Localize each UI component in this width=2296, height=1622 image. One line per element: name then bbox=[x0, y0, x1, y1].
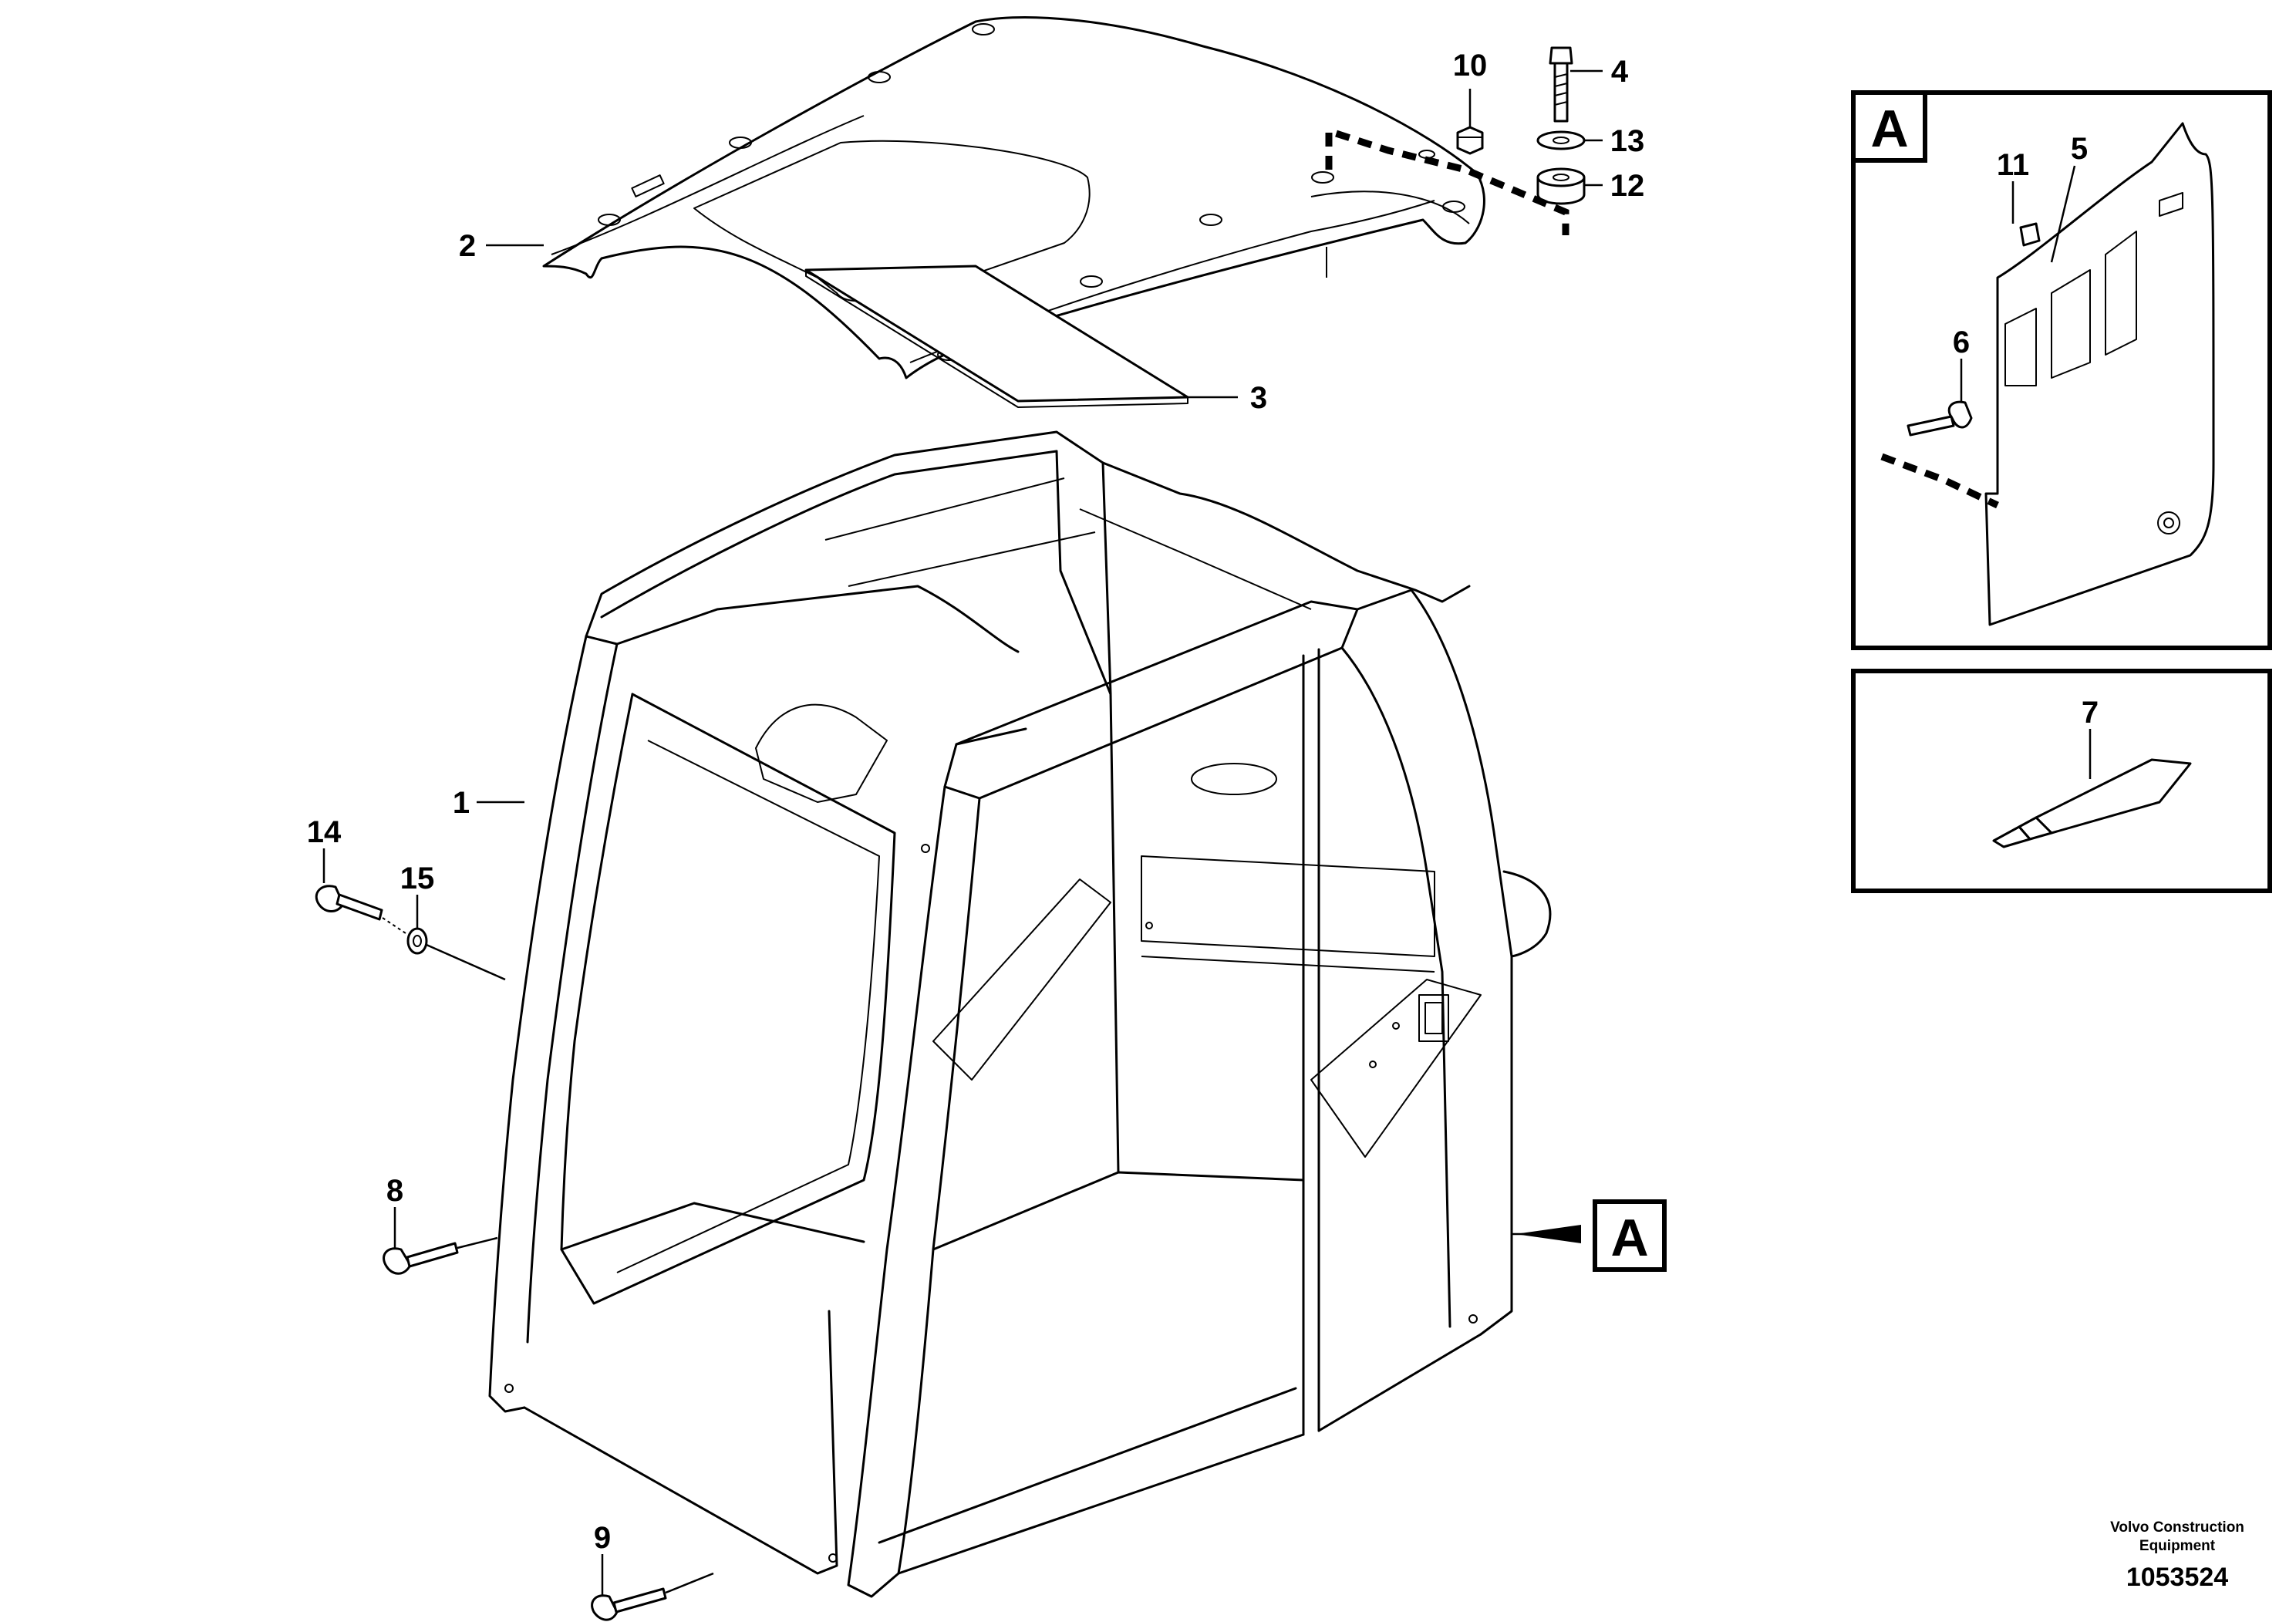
cab-frame bbox=[488, 430, 1552, 1598]
callout-1: 1 bbox=[453, 786, 470, 820]
callout-3: 3 bbox=[1250, 381, 1267, 415]
callout-4: 4 bbox=[1611, 55, 1629, 89]
view-marker-label: A bbox=[1610, 1209, 1648, 1267]
view-marker-box bbox=[1593, 1199, 1667, 1272]
detail-box-label: A bbox=[1870, 99, 1908, 158]
sealant-detail bbox=[1851, 669, 2272, 893]
frame-fasteners bbox=[315, 885, 667, 1621]
company-name-line1: Volvo Construction bbox=[2110, 1519, 2244, 1536]
company-name-line2: Equipment bbox=[2139, 1538, 2216, 1554]
roof-panel bbox=[542, 16, 1485, 379]
callout-6: 6 bbox=[1953, 325, 1970, 359]
callout-8: 8 bbox=[386, 1174, 403, 1208]
callout-7: 7 bbox=[2082, 696, 2099, 730]
callout-10: 10 bbox=[1453, 49, 1488, 83]
callout-5: 5 bbox=[2071, 132, 2088, 166]
leader-lines bbox=[322, 69, 1603, 1595]
callout-9: 9 bbox=[594, 1521, 611, 1555]
roof-mounting-hardware bbox=[1325, 46, 1586, 235]
callout-2: 2 bbox=[459, 229, 476, 263]
callout-15: 15 bbox=[400, 862, 435, 895]
callout-11: 11 bbox=[1997, 148, 2029, 182]
callout-13: 13 bbox=[1610, 124, 1645, 158]
document-number: 1053524 bbox=[2126, 1563, 2228, 1592]
callout-14: 14 bbox=[307, 815, 342, 849]
detail-view-a bbox=[1851, 90, 2272, 650]
callout-12: 12 bbox=[1610, 169, 1645, 203]
